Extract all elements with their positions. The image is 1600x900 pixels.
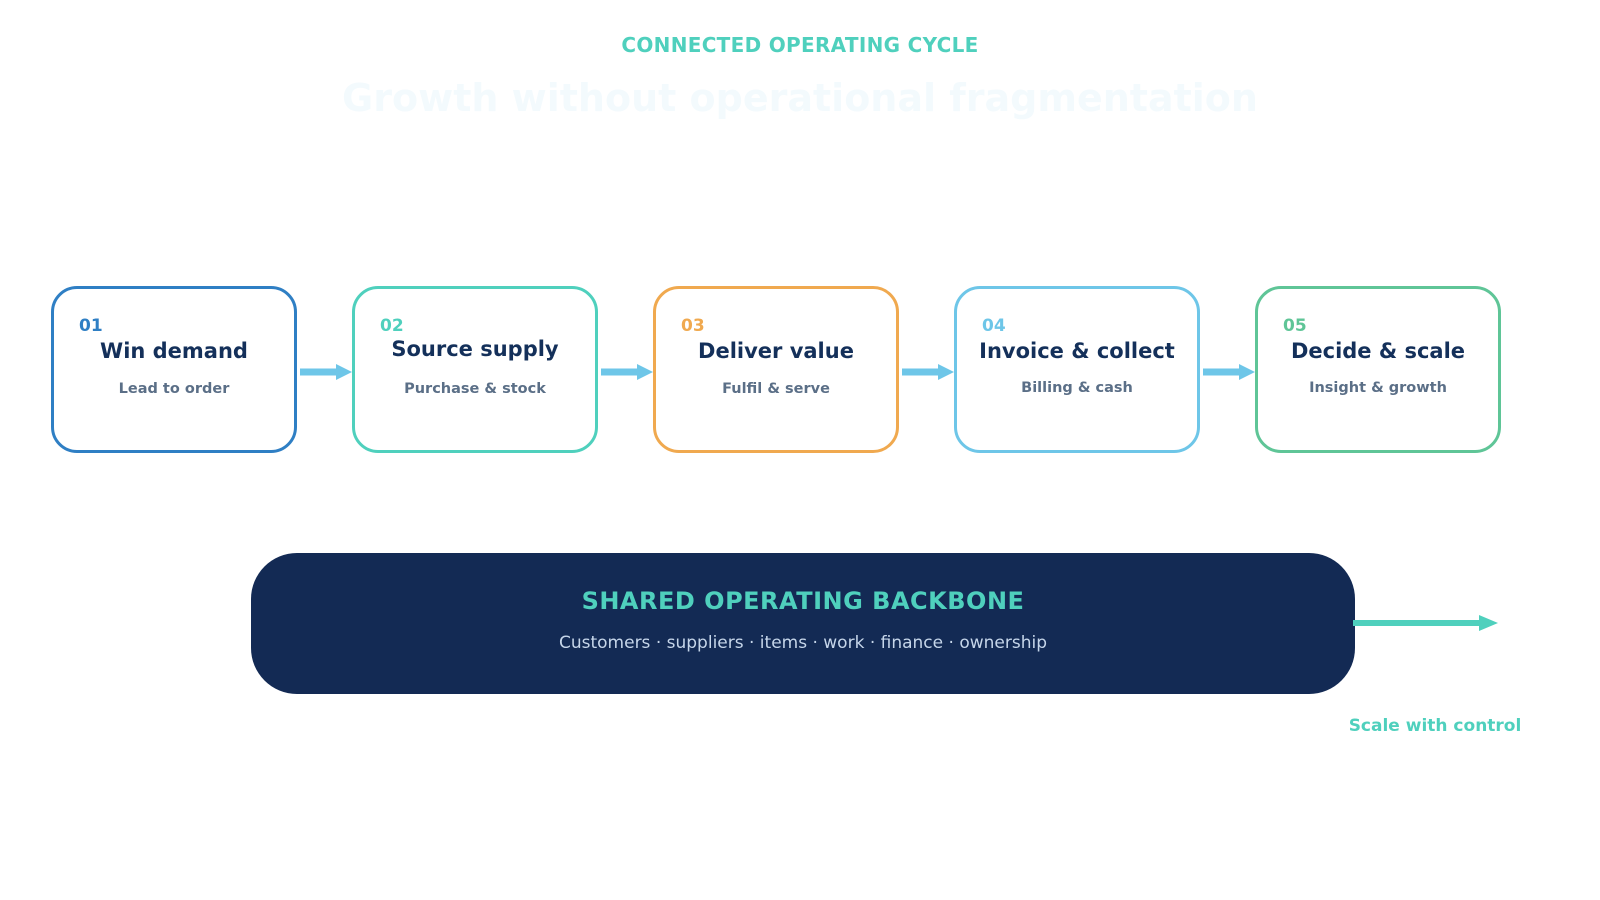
step-subtitle: Fulfil & serve [722,381,830,397]
connector-arrow-3 [902,364,954,380]
step-title: Win demand [100,339,248,363]
backbone-subtitle: Customers · suppliers · items · work · f… [558,633,1047,653]
outcome-label: Scale with control [1348,716,1522,736]
step-title: Source supply [391,337,559,361]
diagram-headline: Growth without operational fragmentation [342,76,1258,120]
step-subtitle: Purchase & stock [404,381,546,397]
step-subtitle: Lead to order [118,381,230,397]
step-number: 02 [380,316,404,336]
connector-arrow-4 [1203,364,1255,380]
connector-arrow-1 [300,364,352,380]
step-card-5: 05 Decide & scale Insight & growth [1255,286,1501,453]
diagram-eyebrow: CONNECTED OPERATING CYCLE [621,33,979,57]
connector-arrow-2 [601,364,653,380]
step-number: 04 [982,316,1006,336]
step-title: Deliver value [698,339,854,363]
step-subtitle: Insight & growth [1309,380,1447,396]
step-title: Decide & scale [1290,339,1466,363]
step-number: 01 [79,316,103,336]
step-card-4: 04 Invoice & collect Billing & cash [954,286,1200,453]
backbone-title: SHARED OPERATING BACKBONE [581,587,1025,615]
step-number: 03 [681,316,705,336]
step-card-3: 03 Deliver value Fulfil & serve [653,286,899,453]
step-subtitle: Billing & cash [1021,380,1133,396]
step-card-2: 02 Source supply Purchase & stock [352,286,598,453]
step-number: 05 [1283,316,1307,336]
scale-arrow [1353,615,1498,631]
step-card-1: 01 Win demand Lead to order [51,286,297,453]
step-title: Invoice & collect [979,339,1175,363]
shared-backbone: SHARED OPERATING BACKBONE Customers · su… [251,553,1355,694]
